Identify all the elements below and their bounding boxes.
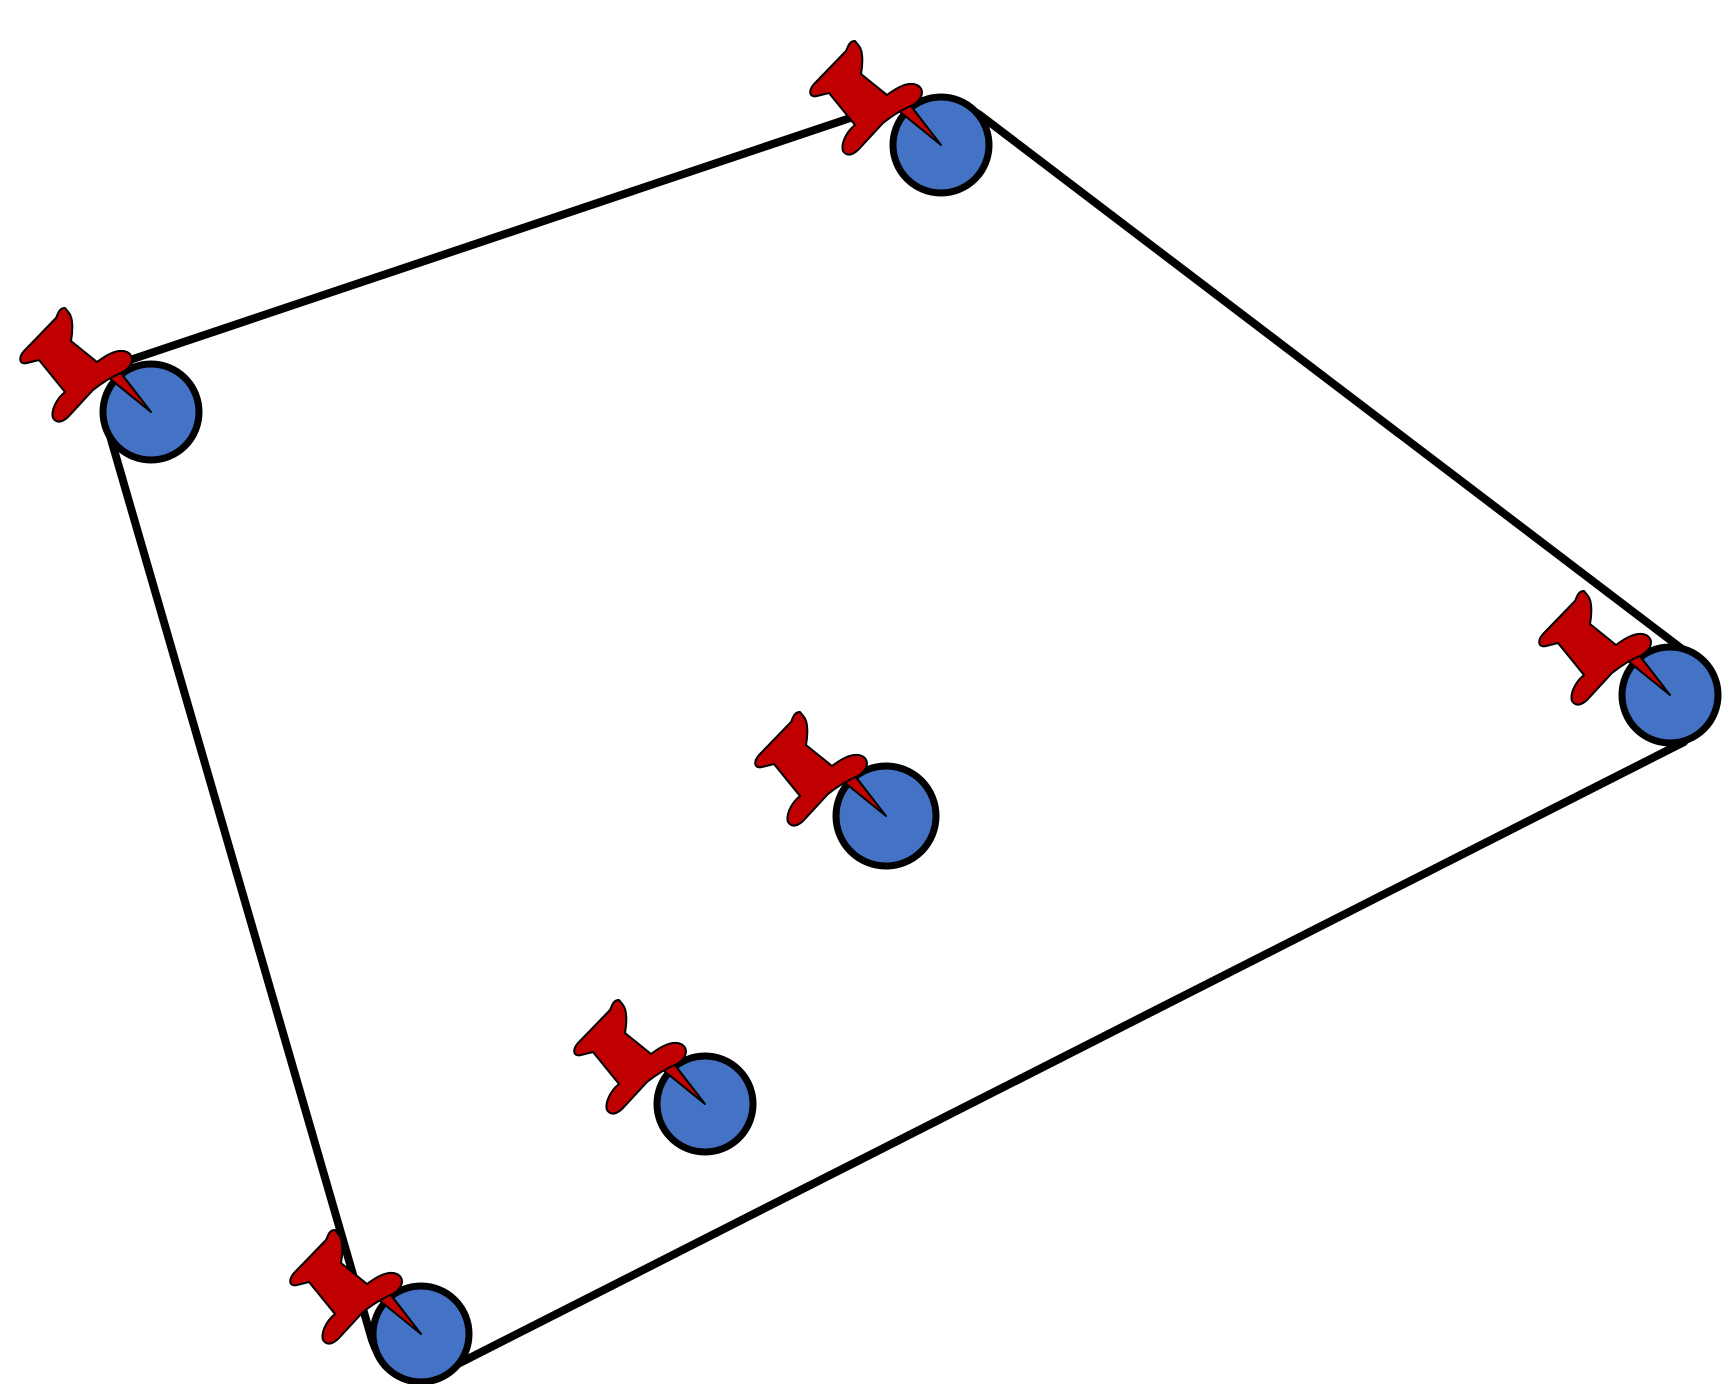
pushpin-icon <box>809 40 942 156</box>
pushpin-icon <box>573 999 706 1115</box>
pushpin-icon <box>754 711 887 827</box>
pin-head <box>809 40 923 156</box>
pushpin-icon <box>1538 590 1671 706</box>
pin-head <box>754 711 868 827</box>
pushpin-icon <box>289 1229 422 1345</box>
pin-head <box>289 1229 403 1345</box>
hull-outline <box>102 98 1708 1383</box>
hull-outline-group <box>102 98 1708 1383</box>
pushpin-icon <box>19 307 152 423</box>
pins-group <box>19 40 1671 1345</box>
pin-head <box>1538 590 1652 706</box>
pin-head <box>19 307 133 423</box>
pin-head <box>573 999 687 1115</box>
